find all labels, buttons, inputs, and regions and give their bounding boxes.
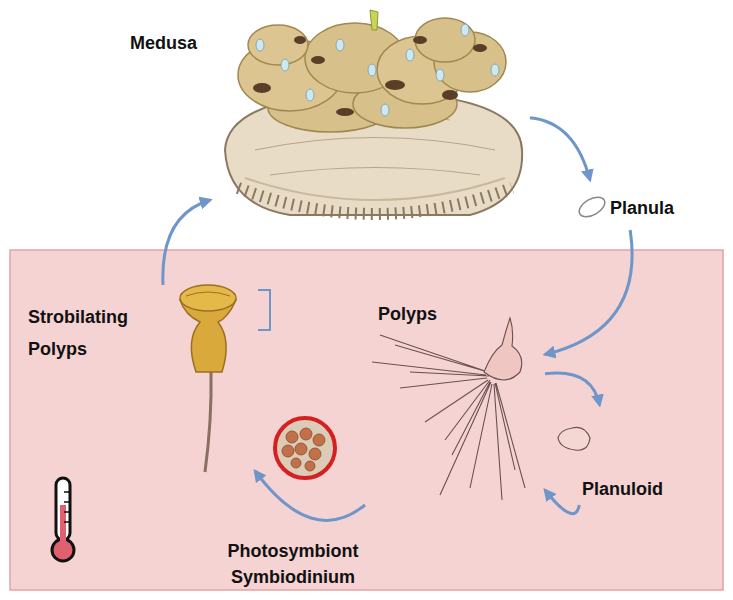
blue-dot <box>406 49 414 61</box>
stage-label: Polyps <box>378 298 498 330</box>
blue-dot <box>256 39 264 51</box>
cycle-arrow <box>163 200 210 285</box>
disc-lobes <box>186 292 230 296</box>
life-stage-node: Strobilating Polyps <box>25 285 255 485</box>
blue-dots <box>256 24 499 116</box>
bell-rim <box>245 178 505 200</box>
blue-dot <box>368 64 376 76</box>
life-stage-node: Polyps <box>345 290 545 505</box>
blue-dot <box>281 59 289 71</box>
symbiodinium-inset <box>275 418 335 478</box>
medusa-stalk <box>370 10 378 30</box>
thermometer-column <box>60 505 66 545</box>
symbiont-cell <box>313 434 325 446</box>
blue-dot <box>336 39 344 51</box>
symbiont-cell <box>282 445 294 457</box>
bracket <box>258 290 270 330</box>
brown-spot <box>253 83 271 93</box>
thermometer-ticks <box>64 492 70 522</box>
life-stage-node: Planula <box>575 180 690 230</box>
brown-spot <box>473 44 487 52</box>
strobilating-polyp-illustration <box>180 285 236 472</box>
thermometer <box>52 478 74 561</box>
blue-dot <box>306 89 314 101</box>
medusa-illustration <box>225 10 522 215</box>
cycle-arrow <box>545 373 600 405</box>
polyp-stage-band <box>10 250 723 590</box>
blue-dot <box>491 64 499 76</box>
symbiont-cell <box>291 458 301 468</box>
brown-spot <box>336 108 354 116</box>
cycle-arrow <box>545 490 579 514</box>
stage-label: Planula <box>610 192 690 224</box>
symbiont-cell <box>305 461 315 471</box>
cycle-arrow <box>255 471 365 520</box>
cycle-arrow <box>530 118 590 180</box>
polyp-illustration <box>372 318 525 500</box>
brown-spot <box>442 90 458 100</box>
brown-spot <box>385 80 405 90</box>
stage-label: Planuloid <box>582 473 687 505</box>
oral-arm <box>248 25 308 65</box>
symbiont-cell <box>286 431 298 443</box>
symbiont-cells <box>282 428 325 471</box>
symbiont-cell <box>309 448 321 460</box>
symbiont-cell <box>300 428 312 440</box>
ephyra-disc <box>180 285 236 311</box>
brown-spot <box>311 56 325 64</box>
polyp-stalk <box>205 372 211 472</box>
inset-circle <box>275 418 335 478</box>
polyp-body <box>484 318 522 380</box>
edge-label: Photosymbiont Symbiodinium <box>218 538 368 590</box>
planula-shape <box>576 193 608 221</box>
life-stage-node: Medusa <box>120 25 530 200</box>
blue-dot <box>461 24 469 36</box>
blue-dot <box>436 69 444 81</box>
symbiont-cell <box>295 443 307 455</box>
planuloid-shape <box>558 427 590 450</box>
stage-label: Medusa <box>130 27 250 59</box>
brown-spot <box>294 36 306 44</box>
stage-label: Strobilating Polyps <box>28 301 153 365</box>
life-stage-node: Planuloid <box>555 405 690 505</box>
cycle-arrow <box>545 230 632 355</box>
brown-spot <box>413 36 427 44</box>
brown-spots <box>253 36 487 116</box>
blue-dot <box>381 104 389 116</box>
